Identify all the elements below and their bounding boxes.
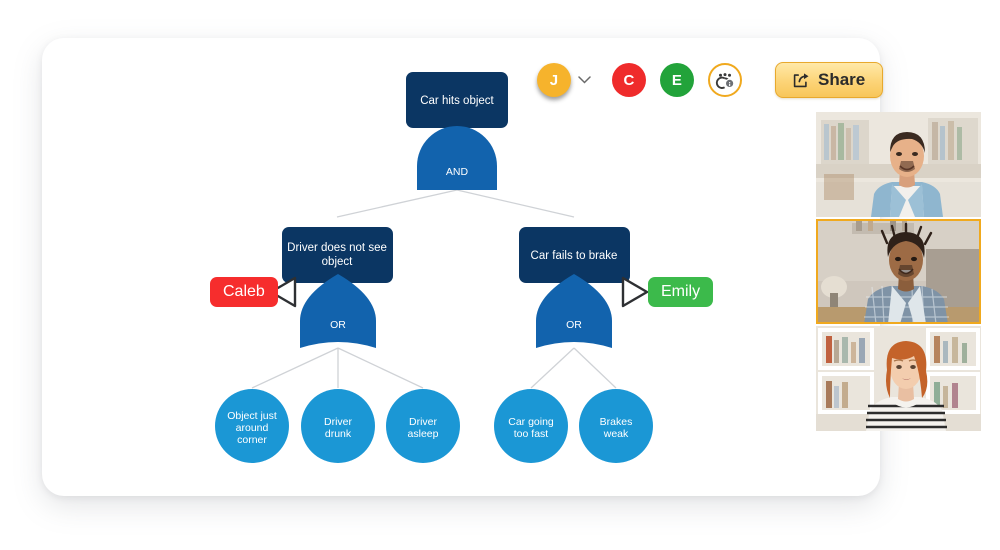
share-button-label: Share xyxy=(818,70,866,89)
node-driver-does-not-see-object[interactable]: Driver does not see object xyxy=(282,227,393,283)
node-car-going-too-fast[interactable]: Car going too fast xyxy=(494,389,568,463)
cursor-label-caleb: Caleb xyxy=(210,277,278,307)
gate-label: AND xyxy=(446,166,469,178)
leaf-label-line2: weak xyxy=(603,428,629,440)
video-tile-2[interactable] xyxy=(816,219,981,324)
diagram-connectors xyxy=(251,128,617,389)
node-brakes-weak[interactable]: Brakes weak xyxy=(579,389,653,463)
node-label-line2: object xyxy=(322,256,353,268)
leaf-label-line2: asleep xyxy=(408,428,439,440)
leaf-label-line3: corner xyxy=(237,434,267,446)
collaboration-toolbar: J C E xyxy=(537,58,884,102)
avatar-e[interactable]: E xyxy=(660,63,694,97)
node-label-line1: Driver does not see xyxy=(287,242,387,254)
leaf-label-line1: Driver xyxy=(324,416,353,428)
cursor-label-emily: Emily xyxy=(648,277,714,307)
gate-and[interactable]: AND xyxy=(417,126,497,190)
node-object-just-around-corner[interactable]: Object just around corner xyxy=(215,389,289,463)
leaf-label-line2: drunk xyxy=(325,428,352,440)
collaborators-group-icon[interactable] xyxy=(708,63,742,97)
leaf-label-line1: Car going xyxy=(508,416,554,428)
chevron-down-icon[interactable] xyxy=(576,76,592,84)
node-label: Car hits object xyxy=(420,95,494,107)
cursor-label-text: Caleb xyxy=(223,283,265,300)
gate-or-left[interactable]: OR xyxy=(300,274,376,348)
video-call-rail xyxy=(816,112,981,431)
video-tile-1[interactable] xyxy=(816,112,981,217)
fault-tree-diagram[interactable]: Car hits object AND Driver does not see … xyxy=(42,38,880,496)
video-tile-1-frame xyxy=(816,112,981,217)
gate-label: OR xyxy=(330,319,346,331)
gate-or-right[interactable]: OR xyxy=(536,274,612,348)
leaf-label-line1: Object just xyxy=(227,410,277,422)
video-tile-2-frame xyxy=(816,219,981,324)
chevron-down-glyph xyxy=(577,76,591,84)
leaf-label-line1: Driver xyxy=(409,416,438,428)
people-info-glyph xyxy=(715,72,735,89)
avatar-initial: E xyxy=(671,71,683,89)
avatar-c[interactable]: C xyxy=(612,63,646,97)
avatar-j[interactable]: J xyxy=(537,63,571,97)
node-car-fails-to-brake[interactable]: Car fails to brake xyxy=(519,227,630,283)
video-tile-3[interactable] xyxy=(816,326,981,431)
avatar-initial: J xyxy=(549,71,559,89)
cursor-pointer-caleb xyxy=(269,276,297,308)
leaf-label-line1: Brakes xyxy=(600,416,633,428)
cursor-label-text: Emily xyxy=(661,283,701,300)
cursor-pointer-emily xyxy=(621,276,649,308)
avatar-initial: C xyxy=(623,71,635,89)
share-icon xyxy=(793,73,809,88)
node-driver-drunk[interactable]: Driver drunk xyxy=(301,389,375,463)
leaf-label-line2: too fast xyxy=(514,428,549,440)
node-car-hits-object[interactable]: Car hits object xyxy=(406,72,508,128)
node-driver-asleep[interactable]: Driver asleep xyxy=(386,389,460,463)
share-button[interactable]: Share xyxy=(775,62,884,98)
gate-label: OR xyxy=(566,319,582,331)
leaf-label-line2: around xyxy=(236,422,269,434)
node-label: Car fails to brake xyxy=(531,250,618,262)
video-tile-3-frame xyxy=(816,326,981,431)
